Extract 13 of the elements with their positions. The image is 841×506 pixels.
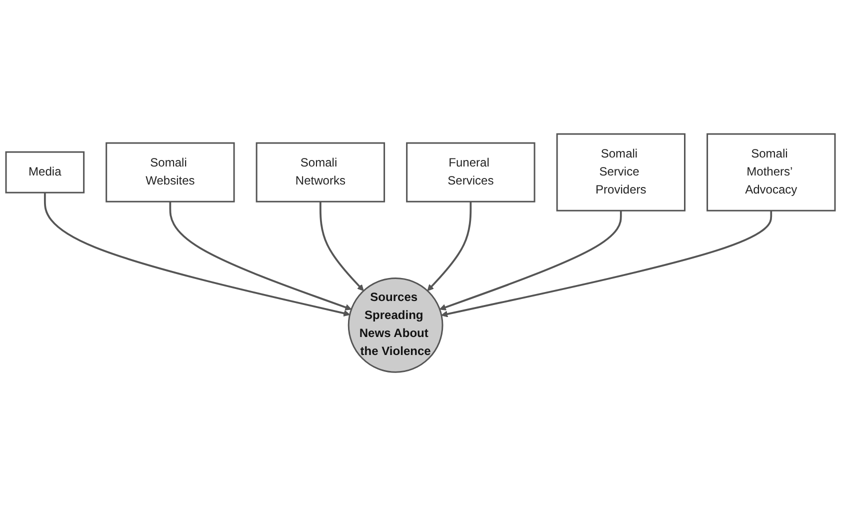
node-circle: Sources Spreading News About the Violence <box>348 277 444 373</box>
arrow <box>44 192 350 316</box>
arrow <box>427 202 472 292</box>
node-box: Somali Networks <box>256 142 386 202</box>
arrow <box>320 202 364 292</box>
arrow <box>169 202 352 310</box>
arrow <box>439 210 622 310</box>
node-box: Somali Service Providers <box>556 133 686 212</box>
node-box: Funeral Services <box>406 142 536 202</box>
node-box: Media <box>5 151 85 194</box>
node-box: Somali Websites <box>106 142 235 202</box>
node-box: Somali Mothers’ Advocacy <box>706 133 836 212</box>
arrow <box>441 210 772 318</box>
